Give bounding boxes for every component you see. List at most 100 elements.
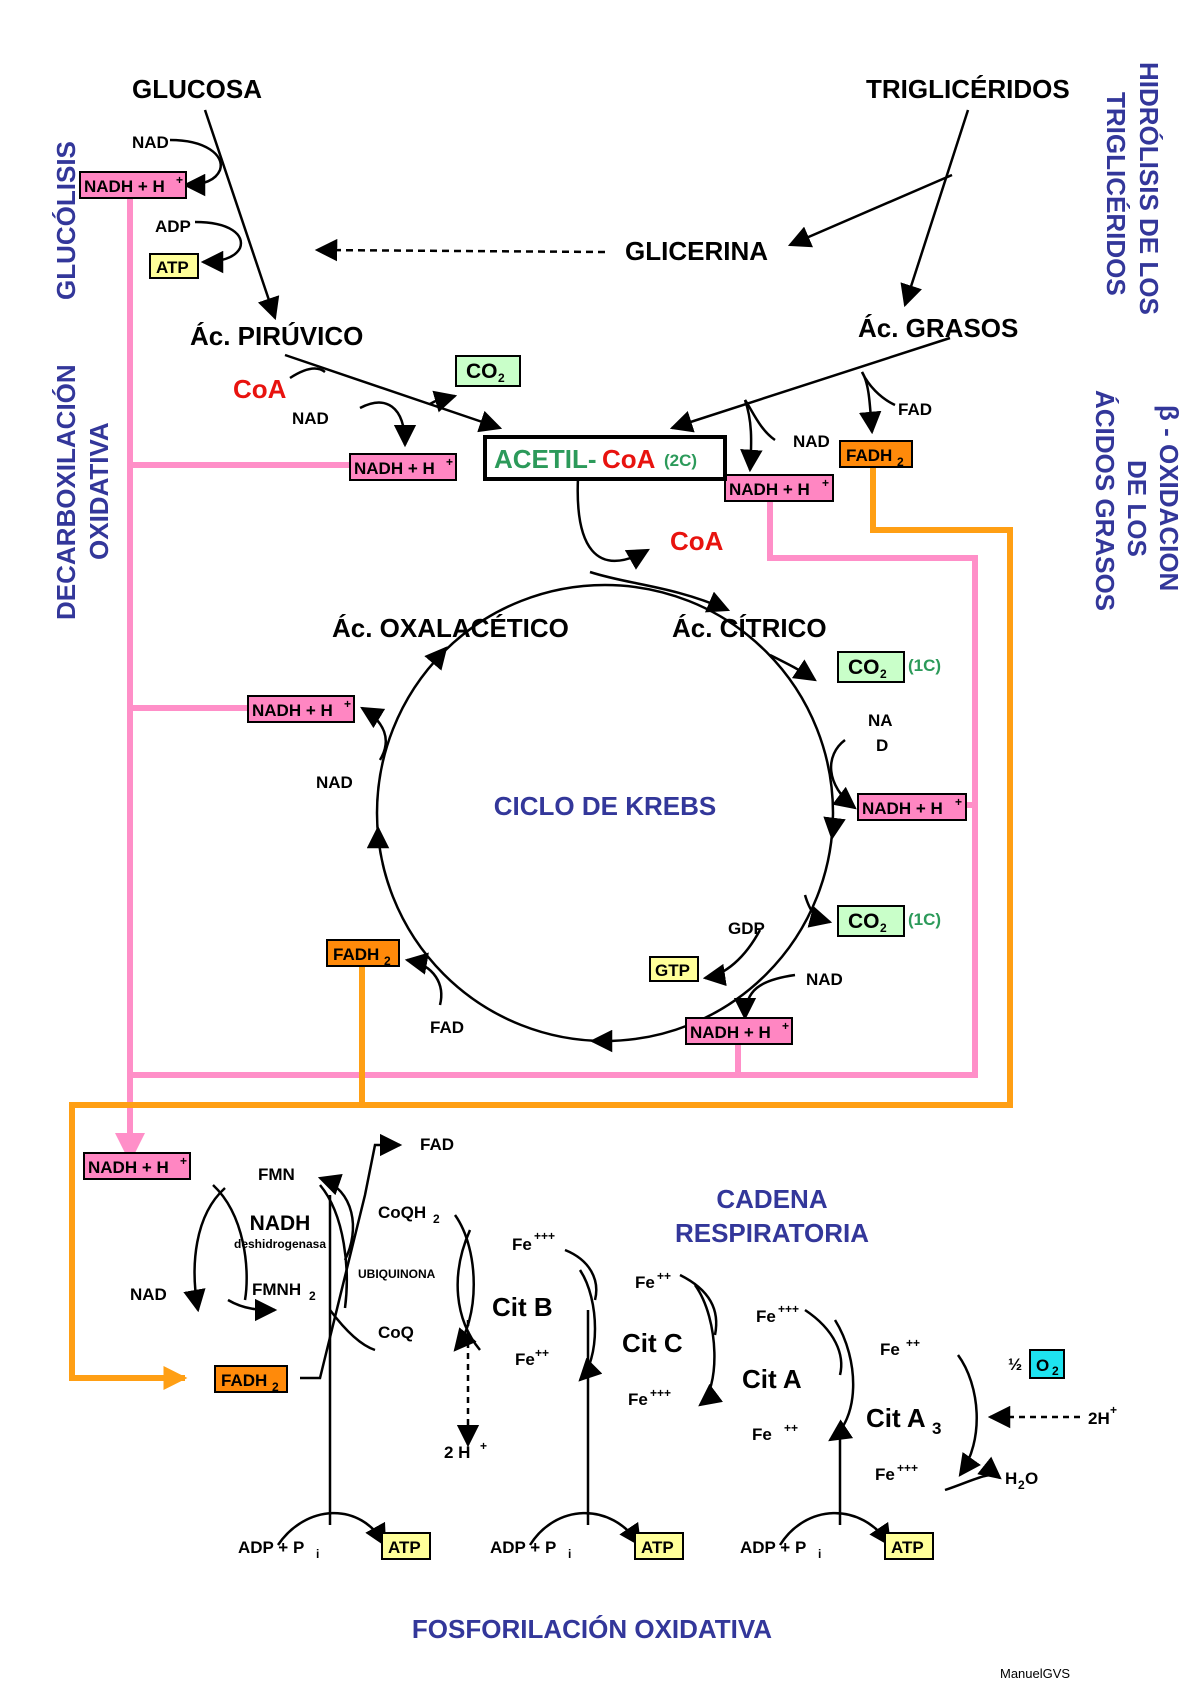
svg-text:Fe: Fe xyxy=(752,1425,772,1444)
glucose-label: GLUCOSA xyxy=(132,74,262,104)
svg-text:2: 2 xyxy=(880,667,887,681)
citric-label: Ác. CÍTRICO xyxy=(672,613,827,643)
krebs-cycle-label: CICLO DE KREBS xyxy=(494,791,716,821)
h2o-sub: 2 xyxy=(1018,1478,1025,1492)
svg-text:Fe: Fe xyxy=(635,1273,655,1292)
svg-text:+++: +++ xyxy=(778,1302,799,1316)
svg-text:+: + xyxy=(180,1154,187,1168)
beta-label-3: ÁCIDOS GRASOS xyxy=(1090,390,1120,611)
nad-label-decarboxylation: NAD xyxy=(292,409,329,428)
coa-released-label: CoA xyxy=(670,526,724,556)
svg-text:NADH + H: NADH + H xyxy=(252,701,333,720)
atp-box-3: ATP xyxy=(884,1532,934,1560)
coqh2-sub: 2 xyxy=(433,1212,440,1226)
svg-text:2: 2 xyxy=(880,921,887,935)
fad-label-chain: FAD xyxy=(420,1135,454,1154)
nad-label-krebs-bottom: NAD xyxy=(806,970,843,989)
gtp-box: GTP xyxy=(649,956,699,982)
beta-label-2: DE LOS xyxy=(1122,460,1152,557)
svg-text:i: i xyxy=(316,1547,319,1561)
decarboxylation-label-1: DECARBOXILACIÓN xyxy=(51,364,81,620)
cit-a3-sub: 3 xyxy=(932,1419,941,1438)
oxphos-label: FOSFORILACIÓN OXIDATIVA xyxy=(412,1614,772,1644)
svg-text:+: + xyxy=(955,795,962,809)
two-h-plus-sup-1: + xyxy=(480,1439,487,1453)
svg-text:NADH + H: NADH + H xyxy=(354,459,435,478)
triglycerides-label: TRIGLICÉRIDOS xyxy=(866,74,1070,104)
nad-label-beta: NAD xyxy=(793,432,830,451)
svg-text:2: 2 xyxy=(272,1380,279,1394)
nadh-box-beta: NADH + H+ xyxy=(724,474,834,502)
svg-text:GTP: GTP xyxy=(655,961,690,980)
nad-label-chain: NAD xyxy=(130,1285,167,1304)
svg-text:ADP + P: ADP + P xyxy=(490,1538,556,1557)
atp-box-glycolysis: ATP xyxy=(149,253,199,279)
nad-label-glycolysis: NAD xyxy=(132,133,169,152)
pyruvic-label: Ác. PIRÚVICO xyxy=(190,321,363,351)
svg-text:ADP + P: ADP + P xyxy=(740,1538,806,1557)
decarboxylation-label-2: OXIDATIVA xyxy=(84,422,114,560)
acetyl-coa-box: ACETIL- CoA (2C) xyxy=(483,435,727,481)
coqh2-label: CoQH xyxy=(378,1203,426,1222)
coq-label: CoQ xyxy=(378,1323,414,1342)
svg-text:FADH: FADH xyxy=(333,945,379,964)
fatty-acids-label: Ác. GRASOS xyxy=(858,313,1018,343)
nadh-dehydrogenase-label: NADH xyxy=(250,1212,311,1235)
svg-text:+++: +++ xyxy=(897,1461,918,1475)
svg-text:ACETIL-: ACETIL- xyxy=(494,444,597,474)
gdp-label: GDP xyxy=(728,919,765,938)
svg-text:2: 2 xyxy=(897,455,904,469)
svg-text:+: + xyxy=(344,697,351,711)
svg-text:+: + xyxy=(822,476,829,490)
nadh-box-chain: NADH + H + xyxy=(83,1152,191,1180)
svg-text:++: ++ xyxy=(535,1346,549,1360)
svg-text:2: 2 xyxy=(1052,1364,1059,1378)
svg-text:Fe: Fe xyxy=(875,1465,895,1484)
nadh-box-krebs-bottom: NADH + H + xyxy=(685,1017,793,1045)
svg-text:Fe: Fe xyxy=(756,1307,776,1326)
chain-label-1: CADENA xyxy=(716,1184,827,1214)
svg-text:++: ++ xyxy=(657,1269,671,1283)
glycolysis-arrows xyxy=(169,109,970,613)
glycerin-label: GLICERINA xyxy=(625,236,768,266)
svg-text:Fe: Fe xyxy=(880,1340,900,1359)
glycolysis-label: GLUCÓLISIS xyxy=(51,141,81,300)
fe-labels: Fe+++ Fe++ Fe++ Fe+++ Fe+++ Fe++ Fe++ Fe… xyxy=(512,1229,920,1484)
svg-text:++: ++ xyxy=(906,1336,920,1350)
svg-text:NADH + H: NADH + H xyxy=(690,1023,771,1042)
svg-text:+++: +++ xyxy=(534,1229,555,1243)
h2o-o: O xyxy=(1025,1469,1038,1488)
h2o-label: H xyxy=(1005,1469,1017,1488)
two-h-plus-sup-2: + xyxy=(1110,1403,1117,1417)
oxaloacetic-label: Ác. OXALACÉTICO xyxy=(332,613,569,643)
svg-text:NADH + H: NADH + H xyxy=(84,177,165,196)
krebs-1c-label-2: (1C) xyxy=(908,910,941,929)
nadh-box-decarboxylation: NADH + H+ xyxy=(349,453,457,481)
svg-text:(2C): (2C) xyxy=(664,451,697,470)
svg-text:ATP: ATP xyxy=(156,258,189,277)
svg-text:Fe: Fe xyxy=(628,1390,648,1409)
dehydrogenase-label: deshidrogenasa xyxy=(234,1237,326,1251)
svg-text:2: 2 xyxy=(384,954,391,968)
svg-text:NADH + H: NADH + H xyxy=(88,1158,169,1177)
krebs-cycle xyxy=(360,583,857,1053)
beta-label-1: β - OXIDACION xyxy=(1154,405,1184,591)
na-label: NA xyxy=(868,711,893,730)
fmnh2-sub: 2 xyxy=(309,1289,316,1303)
fadh-transport-lines xyxy=(69,466,1013,1390)
svg-text:Fe: Fe xyxy=(515,1350,535,1369)
half-label: ½ xyxy=(1008,1355,1022,1374)
hydrolysis-label-1: HIDRÓLISIS DE LOS xyxy=(1134,62,1164,315)
svg-text:CO: CO xyxy=(466,360,498,383)
svg-text:NADH + H: NADH + H xyxy=(862,799,943,818)
svg-text:+: + xyxy=(782,1019,789,1033)
svg-text:i: i xyxy=(818,1547,821,1561)
chain-label-2: RESPIRATORIA xyxy=(675,1218,869,1248)
